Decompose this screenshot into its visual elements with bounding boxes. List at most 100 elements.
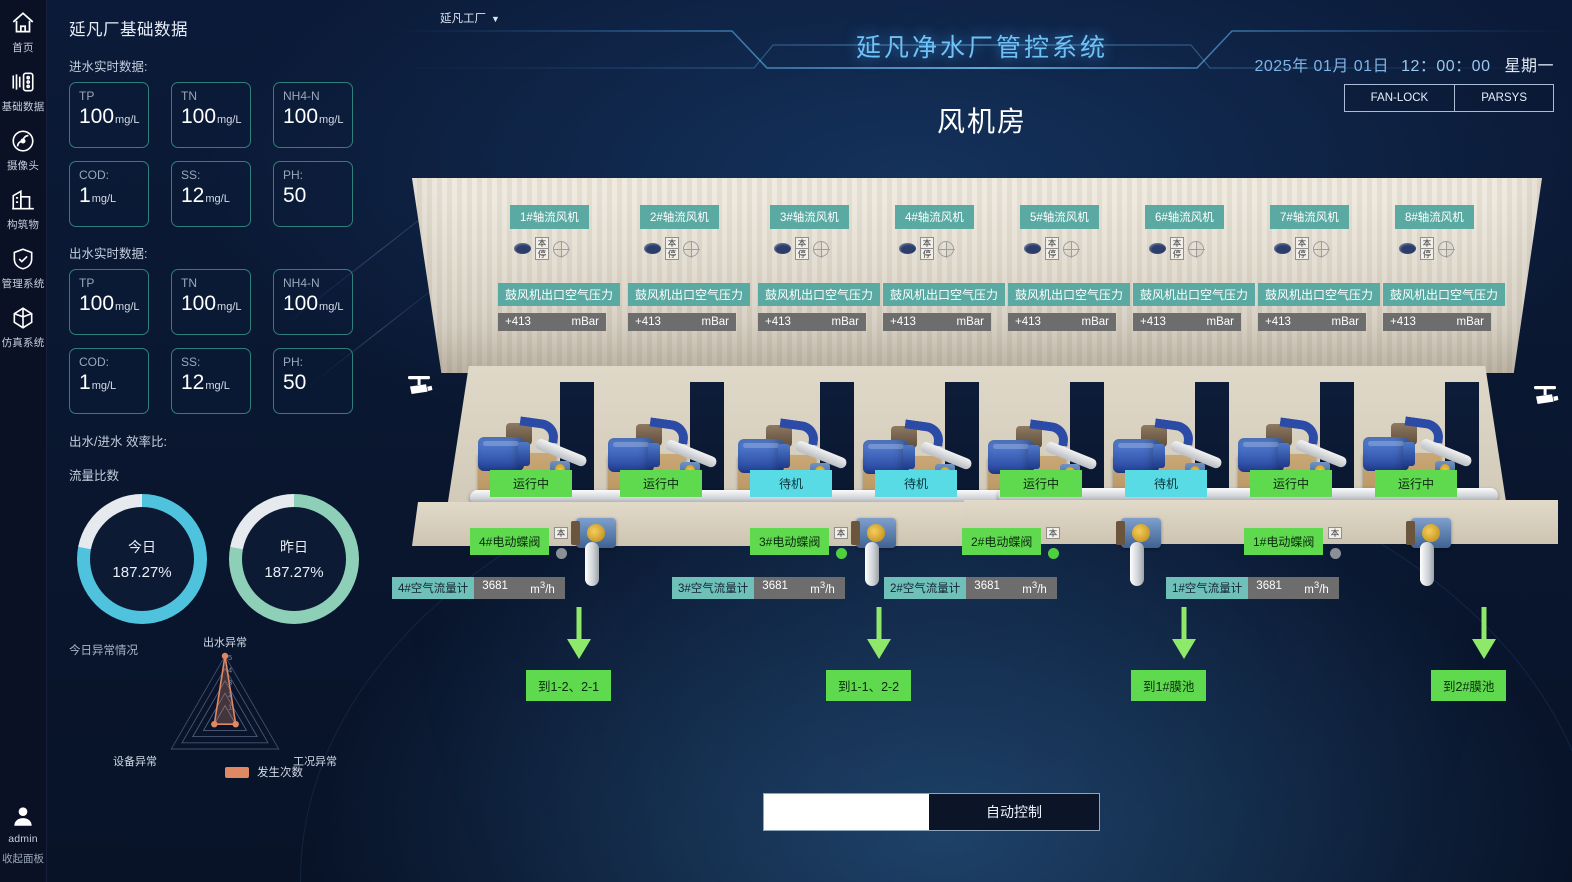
switch-top: 本 [1172,238,1182,248]
kpi-value: 100mg/L [283,104,352,133]
sidebar-item-basic-data[interactable]: 基础数据 [0,59,47,118]
kpi-key: NH4-N [283,276,320,290]
valve-local-switch[interactable]: 本 [554,527,568,539]
local-stop-switch[interactable]: 本停 [1295,237,1309,260]
fan-name-tag[interactable]: 3#轴流风机 [770,205,849,229]
destination-tag[interactable]: 到1-1、2-2 [826,670,912,701]
sidebar-user[interactable]: admin [0,793,47,851]
flowmeter-value: 3681 [966,577,1021,599]
local-stop-switch[interactable]: 本停 [795,237,809,260]
destination-tag[interactable]: 到2#膜池 [1431,670,1507,701]
fan-name-tag[interactable]: 6#轴流风机 [1145,205,1224,229]
fan-switch-group[interactable]: 本停 [1024,237,1080,260]
fan-lock-button[interactable]: FAN-LOCK [1343,84,1456,112]
collapse-panel-button[interactable]: 收起面板 [2,853,44,865]
local-stop-switch[interactable]: 本停 [1045,237,1059,260]
destination-tag[interactable]: 到1-2、2-1 [526,670,612,701]
fan-name-tag[interactable]: 7#轴流风机 [1270,205,1349,229]
sidebar-item-structures[interactable]: 构筑物 [0,177,47,236]
radar-legend: 发生次数 [225,764,303,780]
sidebar: 首页 基础数据 摄像头 构筑物 [0,0,47,882]
valve-local-switch[interactable]: 本 [1046,527,1060,539]
crosshair-icon [1313,240,1330,258]
pressure-label-tag: 鼓风机出口空气压力 [758,283,881,306]
plant-selector[interactable]: 延凡工厂▼ [440,10,500,26]
butterfly-valve[interactable] [851,518,896,548]
plant-selector-label: 延凡工厂 [440,13,486,25]
fan-name-tag[interactable]: 1#轴流风机 [510,205,589,229]
fan-switch-group[interactable]: 本停 [644,237,700,260]
fan-blade-icon [1024,243,1041,254]
fan-status-badge: 运行中 [620,470,702,497]
sidebar-item-management[interactable]: 管理系统 [0,236,47,295]
valve-tag[interactable]: 4#电动蝶阀 [470,528,550,555]
valve-local-switch[interactable]: 本 [1328,527,1342,539]
outflow-section-label: 出水实时数据: [69,247,148,261]
pressure-unit: mBar [831,316,859,328]
ratio-title: 出水/进水 效率比: [69,435,167,449]
fan-switch-group[interactable]: 本停 [1149,237,1205,260]
local-stop-switch[interactable]: 本停 [1420,237,1434,260]
fan-switch-group[interactable]: 本停 [1399,237,1455,260]
fan-name-tag[interactable]: 5#轴流风机 [1020,205,1099,229]
switch-top: 本 [922,238,932,248]
kpi-number: 12 [181,371,205,394]
cube-icon [10,305,36,331]
kpi-value: 1mg/L [79,183,148,212]
valve-tag[interactable]: 1#电动蝶阀 [1244,528,1324,555]
valve-tag[interactable]: 3#电动蝶阀 [750,528,830,555]
local-stop-switch[interactable]: 本停 [1170,237,1184,260]
svg-text:2: 2 [228,690,232,699]
sidebar-item-simulation[interactable]: 仿真系统 [0,295,47,354]
destination-tag[interactable]: 到1#膜池 [1131,670,1207,701]
parsys-button[interactable]: PARSYS [1455,84,1554,112]
flowmeter-unit: m3/h [528,577,565,599]
auto-control-button[interactable]: 自动控制 [929,794,1099,830]
kpi-value: 100mg/L [283,291,352,320]
fan-switch-group[interactable]: 本停 [774,237,830,260]
motor-cap [648,443,660,467]
blower-motor [738,439,784,473]
kpi-unit: mg/L [91,380,117,392]
sidebar-item-label: 构筑物 [6,219,40,231]
fan-name-tag[interactable]: 2#轴流风机 [640,205,719,229]
kpi-value: 12mg/L [181,183,250,212]
switch-top: 本 [1330,528,1340,538]
valve-tag[interactable]: 2#电动蝶阀 [962,528,1042,555]
sidebar-item-home[interactable]: 首页 [0,0,47,59]
fan-switch-group[interactable]: 本停 [899,237,955,260]
camera-right-icon[interactable] [1530,380,1564,419]
fan-blade-icon [899,243,916,254]
clock-date: 2025年 01月 01日 [1254,58,1390,75]
shield-check-icon [10,246,36,272]
fan-blade-icon [1149,243,1166,254]
control-input[interactable] [764,794,929,830]
local-stop-switch[interactable]: 本停 [665,237,679,260]
kpi-unit: mg/L [217,301,242,313]
sidebar-item-camera[interactable]: 摄像头 [0,118,47,177]
crosshair-icon [1188,240,1205,258]
crosshair-icon [553,240,570,258]
kpi-key: TP [79,276,95,290]
fan-switch-group[interactable]: 本停 [514,237,570,260]
local-stop-switch[interactable]: 本停 [535,237,549,260]
fan-name-tag[interactable]: 8#轴流风机 [1395,205,1474,229]
blower-unit[interactable] [1109,417,1224,487]
camera-left-icon[interactable] [404,370,438,409]
fan-name-tag[interactable]: 4#轴流风机 [895,205,974,229]
pressure-label-tag: 鼓风机出口空气压力 [1383,283,1506,306]
local-stop-switch[interactable]: 本停 [920,237,934,260]
fan-switch-group[interactable]: 本停 [1274,237,1330,260]
valve-local-switch[interactable]: 本 [834,527,848,539]
sidebar-item-label: 仿真系统 [1,337,45,349]
